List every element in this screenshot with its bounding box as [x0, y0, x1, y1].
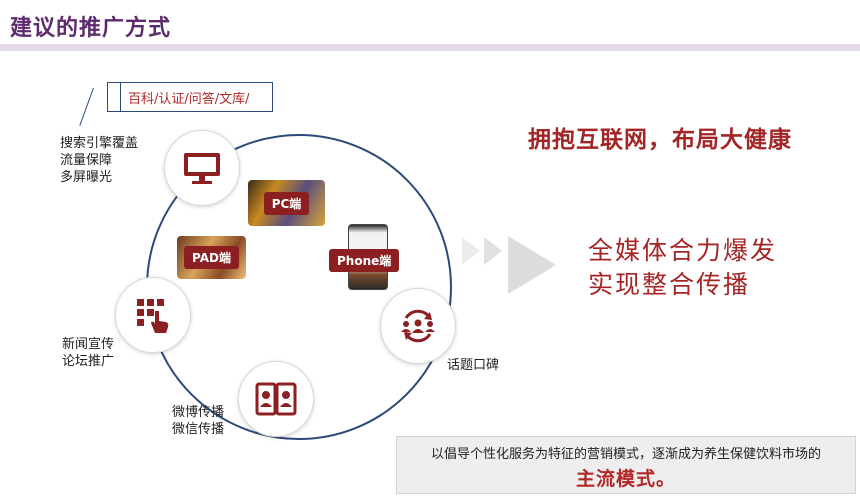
label-news: 新闻宣传 论坛推广: [62, 336, 114, 370]
slide-title: 建议的推广方式: [10, 16, 172, 41]
headline-text: 拥抱互联网，布局大健康: [528, 127, 792, 153]
node-cycle: [380, 288, 456, 364]
slogan-line1: 全媒体合力爆发: [588, 236, 778, 265]
callout-connector: [79, 87, 94, 126]
tile-pc: PC端: [248, 180, 325, 226]
play-arrows-icon-3: [508, 236, 556, 294]
play-arrows-icon-2: [484, 237, 502, 265]
monitor-icon: [184, 153, 220, 184]
callout-bracket-top: [107, 82, 120, 83]
slogan-line2: 实现整合传播: [588, 270, 751, 299]
label-search-line1: 搜索引擎覆盖: [60, 136, 139, 151]
tile-pc-label: PC端: [263, 191, 310, 215]
slide-header: 建议的推广方式: [0, 0, 860, 52]
people-cycle-icon: [401, 309, 435, 343]
footer-box: 以倡导个性化服务为特征的营销模式，逐渐成为养生保健饮料市场的 主流模式。: [396, 436, 856, 494]
node-touch: [115, 277, 191, 353]
tile-pad: PAD端: [177, 236, 246, 279]
play-arrows-icon: [462, 237, 480, 265]
footer-line: 以倡导个性化服务为特征的营销模式，逐渐成为养生保健饮料市场的: [430, 447, 821, 462]
label-search-line2: 流量保障: [60, 153, 113, 168]
tile-pad-label: PAD端: [184, 246, 239, 269]
footer-strong: 主流模式。: [575, 468, 676, 490]
callout-bracket-vertical: [107, 82, 108, 112]
label-weibo: 微博传播 微信传播: [172, 404, 224, 438]
tile-phone: Phone端: [329, 224, 400, 290]
tile-phone-label: Phone端: [329, 249, 400, 272]
label-news-line2: 论坛推广: [62, 354, 115, 369]
label-search: 搜索引擎覆盖 流量保障 多屏曝光: [60, 135, 138, 186]
callout-bracket-bottom: [107, 111, 120, 112]
phone-contacts-icon: [255, 382, 297, 416]
node-phones: [238, 361, 314, 437]
label-weibo-line1: 微博传播: [172, 405, 225, 420]
touch-keypad-icon: [137, 299, 169, 333]
node-monitor: [164, 130, 240, 206]
label-wordofmouth-line1: 话题口碑: [447, 358, 500, 373]
label-search-line3: 多屏曝光: [60, 170, 113, 185]
callout-box: 百科/认证/问答/文库/: [120, 82, 273, 112]
title-underline-bar: [0, 44, 860, 51]
label-wordofmouth: 话题口碑: [447, 357, 499, 374]
label-weibo-line2: 微信传播: [172, 422, 225, 437]
label-news-line1: 新闻宣传: [62, 337, 115, 352]
